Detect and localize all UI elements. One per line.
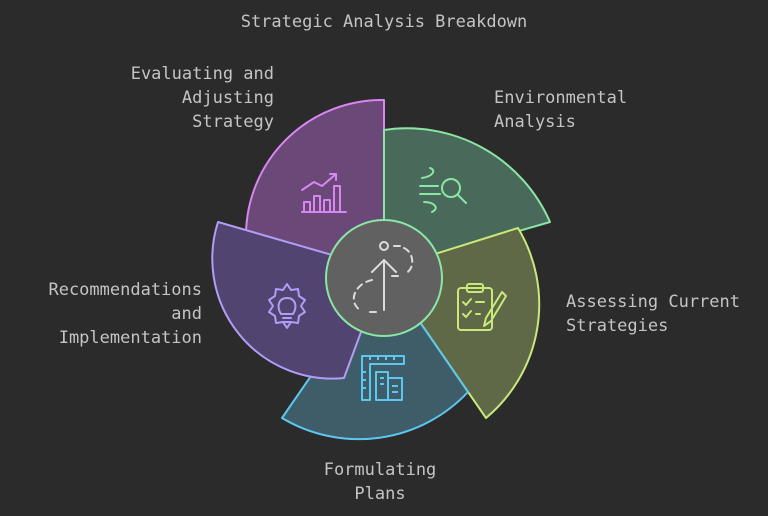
lightbulb-gear-icon xyxy=(268,283,306,329)
label-formulating: Formulating Plans xyxy=(323,460,437,504)
label-evaluating: Evaluating and Adjusting Strategy xyxy=(130,64,274,132)
segment-environmental xyxy=(383,127,551,271)
center-hub xyxy=(325,219,443,337)
clipboard-check-icon xyxy=(457,283,507,331)
diagram-title: Strategic Analysis Breakdown xyxy=(240,12,528,32)
blueprint-ruler-icon xyxy=(361,355,405,401)
label-recommendations: Recommendations and Implementation xyxy=(48,280,202,348)
segment-evaluating xyxy=(245,98,385,271)
segment-formulating xyxy=(281,269,469,441)
wind-search-icon xyxy=(419,167,467,213)
growth-chart-icon xyxy=(301,173,347,213)
label-assessing: Assessing Current Strategies xyxy=(566,292,740,336)
path-arrow-icon xyxy=(352,241,414,313)
label-environmental: Environmental Analysis xyxy=(494,88,628,132)
